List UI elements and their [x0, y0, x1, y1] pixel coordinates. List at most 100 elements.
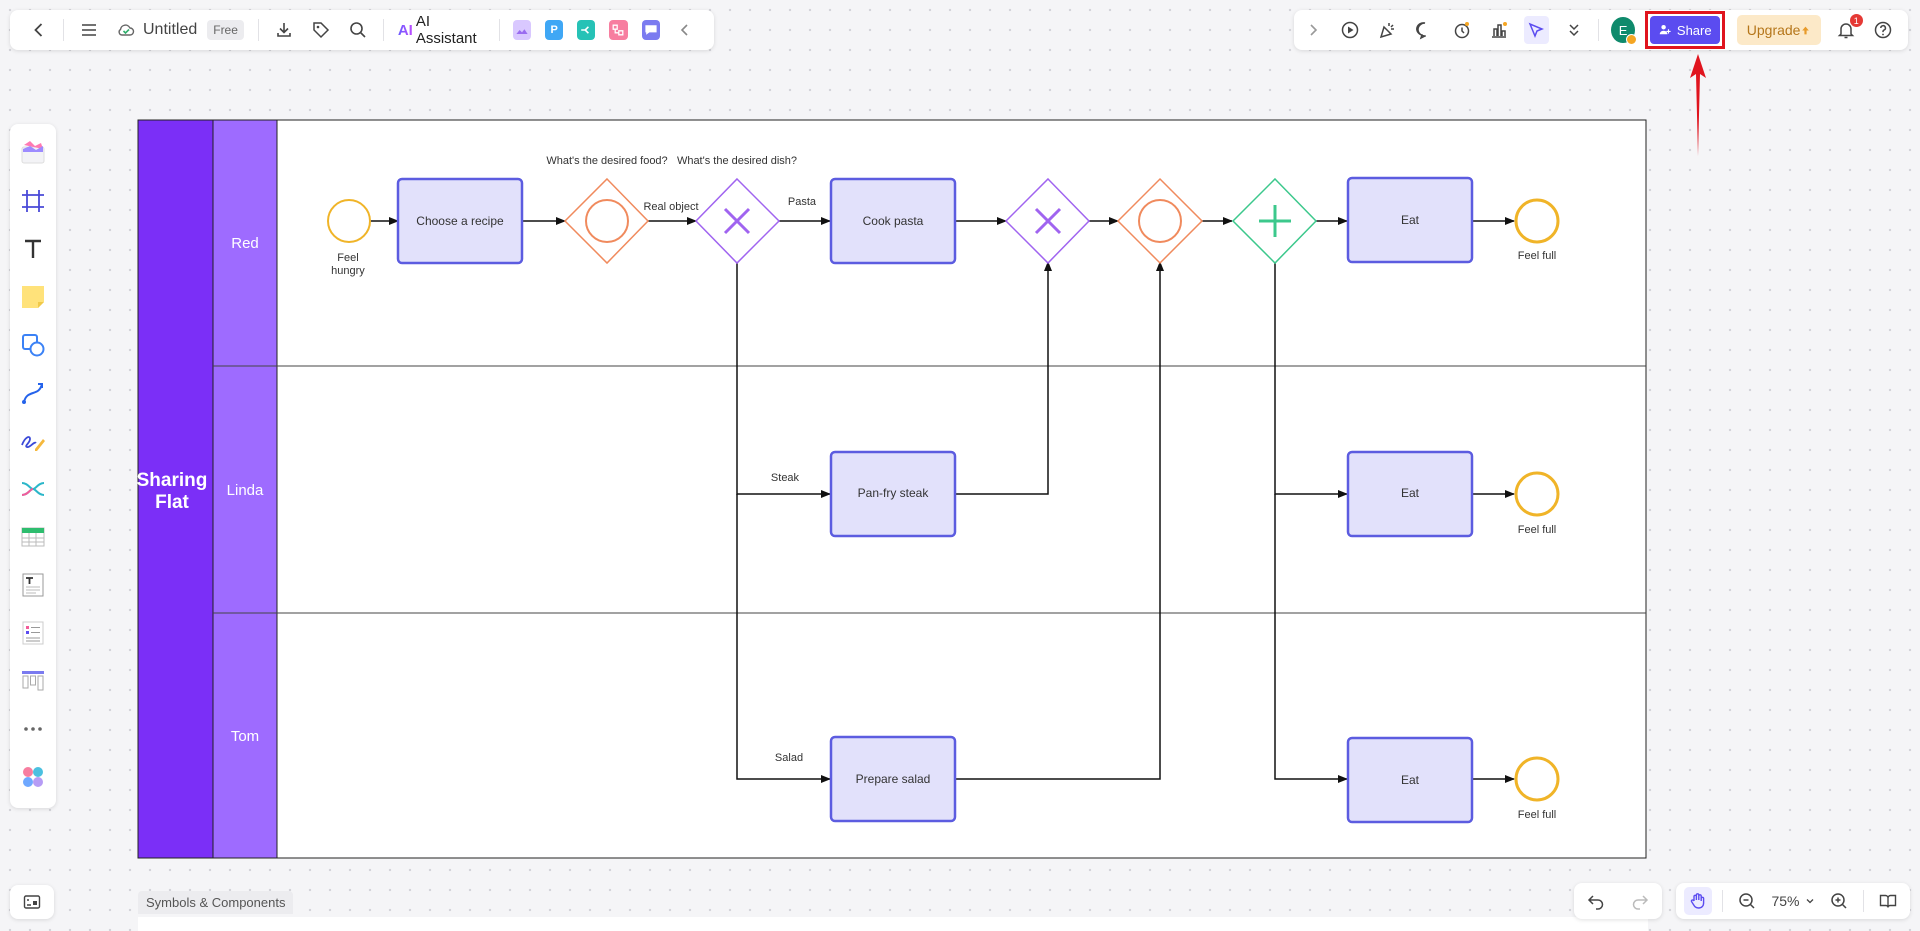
upgrade-arrow-icon [1802, 26, 1810, 34]
zoom-in-icon[interactable] [1825, 887, 1853, 915]
start-event [327, 199, 371, 243]
back-icon[interactable] [26, 16, 51, 44]
cursor-follow-icon[interactable] [1523, 16, 1550, 44]
shapes-icon[interactable] [15, 327, 51, 363]
mindmap-plugin-icon[interactable] [577, 20, 596, 40]
undo-redo-panel [1574, 883, 1662, 919]
top-right-toolbar: E Share Upgrade 1 [1294, 10, 1908, 50]
vote-icon[interactable] [1486, 16, 1511, 44]
end-event-red [1514, 198, 1560, 244]
image-generator-icon[interactable] [513, 20, 532, 40]
present-icon[interactable] [1337, 16, 1362, 44]
events[interactable]: Feel hungry Feel full Feel full Feel ful… [327, 198, 1560, 821]
divider [257, 19, 259, 41]
connector-line-icon[interactable] [15, 375, 51, 411]
avatar[interactable]: E [1611, 17, 1638, 45]
left-toolbar [10, 124, 56, 808]
menu-icon[interactable] [76, 16, 101, 44]
start-event-label-1: Feel [337, 252, 358, 264]
redo-icon[interactable] [1626, 887, 1654, 915]
gateways[interactable] [563, 177, 1318, 265]
label-pasta: Pasta [788, 196, 817, 208]
sticky-note-icon[interactable] [15, 279, 51, 315]
top-left-toolbar: Untitled Free AI AI Assistant P [10, 10, 714, 50]
more-dots-icon[interactable] [15, 711, 51, 747]
cloud-sync-icon [114, 16, 139, 44]
task-eat-tom [1346, 736, 1474, 824]
expand-toolbar-icon[interactable] [1300, 16, 1325, 44]
chat-plugin-icon[interactable] [641, 20, 660, 40]
comment-icon[interactable] [1412, 16, 1437, 44]
connectors[interactable] [370, 217, 1515, 783]
label-steak: Steak [771, 472, 800, 484]
hand-pan-icon[interactable] [1684, 887, 1712, 915]
notification-count-badge: 1 [1849, 14, 1863, 27]
zoom-level: 75% [1771, 893, 1800, 909]
upgrade-label: Upgrade [1746, 22, 1801, 38]
document-text-icon[interactable] [15, 567, 51, 603]
end-event-tom-label: Feel full [1518, 809, 1557, 821]
zoom-panel: 75% [1676, 883, 1910, 919]
more-tools-icon[interactable] [1561, 16, 1586, 44]
task-prepare-salad-label: Prepare salad [856, 772, 931, 786]
celebrate-icon[interactable] [1375, 16, 1400, 44]
frame-icon[interactable] [15, 183, 51, 219]
symbols-components-tab[interactable]: Symbols & Components [138, 891, 294, 914]
chevron-down-icon [1806, 899, 1813, 904]
help-icon[interactable] [1871, 16, 1896, 44]
divider [63, 19, 65, 41]
task-pan-fry-steak [829, 450, 957, 538]
ai-assistant-label: AI Assistant [415, 13, 477, 47]
zoom-level-dropdown[interactable]: 75% [1771, 893, 1814, 909]
task-cook-pasta [829, 177, 957, 265]
flow-labels: What's the desired food? What's the desi… [546, 155, 817, 764]
task-choose-recipe [396, 177, 524, 265]
mindmap-tool-icon[interactable] [15, 471, 51, 507]
download-icon[interactable] [271, 16, 296, 44]
table-icon[interactable] [15, 519, 51, 555]
tag-icon[interactable] [308, 16, 333, 44]
divider [1598, 19, 1600, 41]
notification-bell-icon[interactable]: 1 [1833, 14, 1863, 44]
org-chart-plugin-icon[interactable] [609, 20, 628, 40]
plan-badge: Free [207, 20, 244, 40]
lane-label-tom: Tom [231, 728, 259, 745]
zoom-out-icon[interactable] [1733, 887, 1761, 915]
apps-icon[interactable] [15, 759, 51, 795]
template-icon[interactable] [15, 135, 51, 171]
event-gateway-1 [563, 177, 650, 265]
upgrade-button[interactable]: Upgrade [1736, 15, 1822, 45]
ai-assistant-button[interactable]: AI AI Assistant [398, 13, 485, 47]
minimap-toggle[interactable] [10, 885, 54, 919]
document-title[interactable]: Untitled [142, 21, 198, 38]
task-choose-recipe-label: Choose a recipe [416, 214, 504, 228]
task-eat-red [1346, 176, 1474, 264]
undo-icon[interactable] [1582, 887, 1610, 915]
share-highlight-box: Share [1644, 11, 1725, 49]
divider [382, 19, 384, 41]
exclusive-gateway-split [694, 177, 781, 265]
book-guide-icon[interactable] [1874, 887, 1902, 915]
text-tool-icon[interactable] [15, 231, 51, 267]
tasks[interactable]: Choose a recipe Cook pasta Eat Pan-fry s… [396, 176, 1474, 824]
minimap-icon [23, 895, 41, 909]
share-label: Share [1676, 22, 1712, 38]
divider [499, 19, 501, 41]
pool-title-line2: Flat [155, 492, 189, 513]
kanban-icon[interactable] [15, 663, 51, 699]
pen-icon[interactable] [15, 423, 51, 459]
list-card-icon[interactable] [15, 615, 51, 651]
share-button[interactable]: Share [1649, 16, 1720, 44]
label-salad: Salad [775, 752, 803, 764]
task-cook-pasta-label: Cook pasta [863, 214, 924, 228]
lane-label-red: Red [231, 235, 259, 252]
task-eat-red-label: Eat [1401, 213, 1420, 227]
search-icon[interactable] [346, 16, 371, 44]
timer-icon[interactable] [1449, 16, 1474, 44]
ai-logo-icon: AI [397, 21, 413, 39]
collapse-toolbar-icon[interactable] [673, 16, 698, 44]
end-event-linda-label: Feel full [1518, 524, 1557, 536]
pool-title-line1: Sharing [137, 470, 208, 491]
p-plugin-icon[interactable]: P [545, 20, 564, 40]
